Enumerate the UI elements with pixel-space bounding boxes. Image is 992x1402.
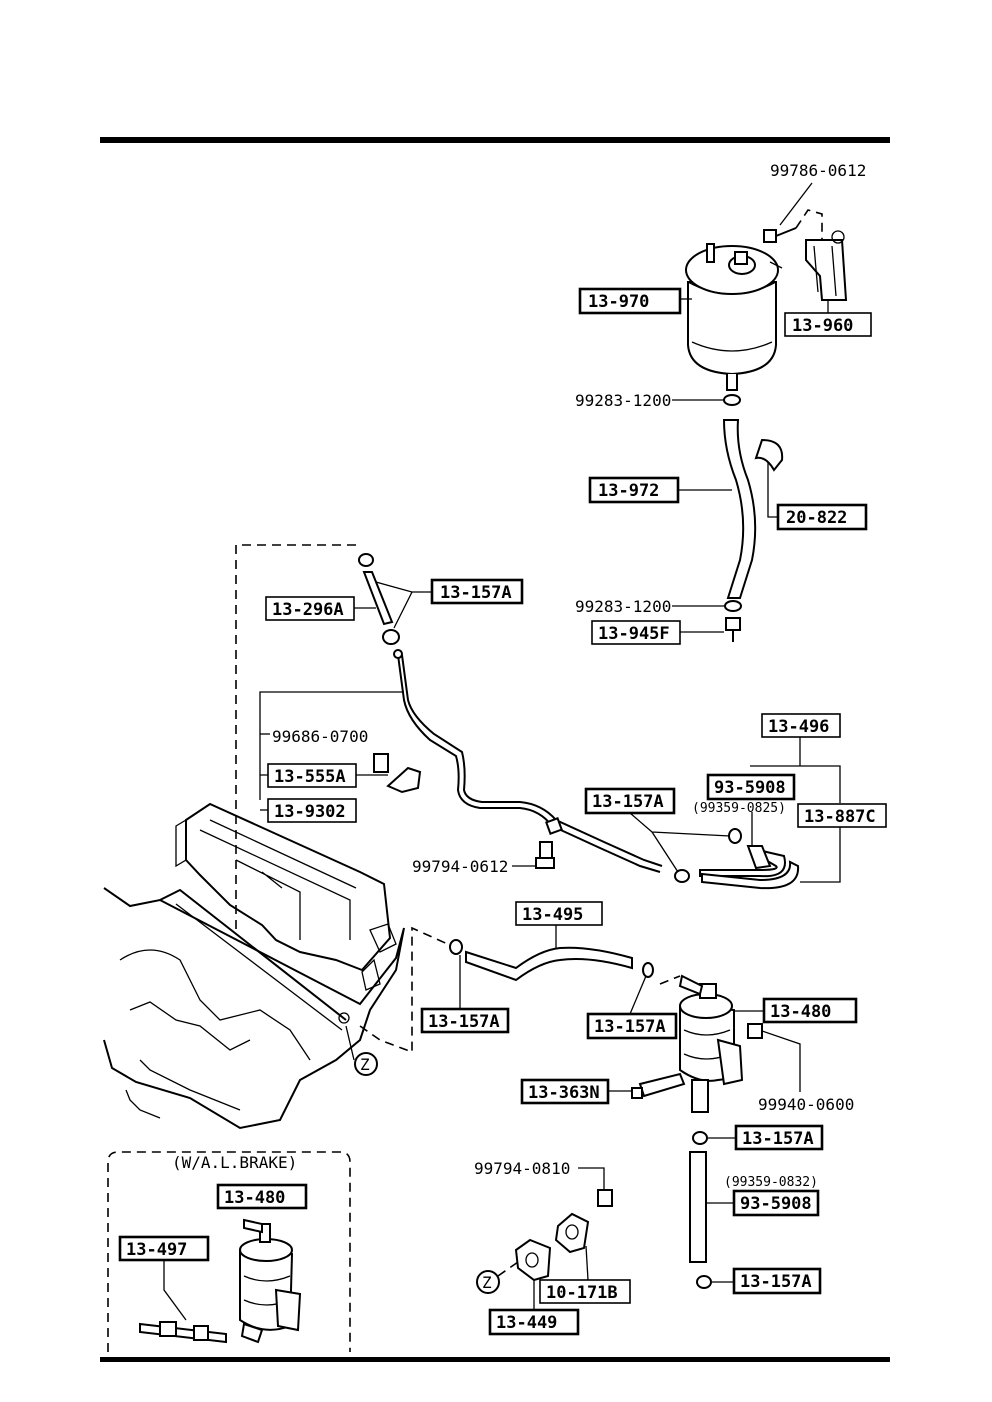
dashed-outline-mid (359, 926, 453, 1054)
label-z-engine: Z (360, 1055, 370, 1074)
bolt-99686 (373, 753, 389, 773)
label-93-5908-b: 93-5908 (740, 1194, 812, 1214)
label-13-945F: 13-945F (598, 624, 670, 644)
bolt-99794-0612 (535, 841, 555, 869)
label-10-171B: 10-171B (546, 1283, 618, 1303)
dashed-outline-upper (235, 544, 356, 930)
label-99359-0825: (99359-0825) (692, 801, 786, 816)
label-99686-0700: 99686-0700 (272, 727, 368, 746)
label-13-495: 13-495 (522, 905, 583, 925)
vacuum-chamber-inset (239, 1218, 302, 1344)
engine-block (103, 802, 405, 1130)
label-13-555A: 13-555A (274, 767, 346, 787)
label-99794-0612: 99794-0612 (412, 857, 508, 876)
label-13-449: 13-449 (496, 1313, 557, 1333)
label-13-157A-e: 13-157A (742, 1129, 814, 1149)
label-99794-0810: 99794-0810 (474, 1159, 570, 1178)
label-13-887C: 13-887C (804, 807, 876, 827)
label-13-496: 13-496 (768, 717, 829, 737)
vacuum-chamber-13-480 (678, 974, 744, 1113)
label-13-157A-b: 13-157A (592, 792, 664, 812)
pipe-13-9302 (397, 654, 661, 873)
hose-13-296A (358, 553, 400, 645)
flange-13-449 (514, 1238, 552, 1282)
label-99359-0832: (99359-0832) (724, 1175, 818, 1190)
label-13-157A-a: 13-157A (440, 583, 512, 603)
bolt-99794-0810 (597, 1189, 613, 1207)
label-13-296A: 13-296A (272, 600, 344, 620)
inset-outline (107, 1151, 351, 1352)
top-rule (100, 137, 890, 143)
clamp-13-555A (386, 766, 422, 794)
label-13-480-b: 13-480 (224, 1188, 285, 1208)
hose-13-972 (722, 394, 757, 642)
valve-13-497 (139, 1321, 227, 1344)
valve-13-363N (631, 1072, 686, 1099)
label-13-363N: 13-363N (528, 1083, 600, 1103)
bolt-99940-0600 (747, 1023, 763, 1039)
label-13-157A-d: 13-157A (594, 1017, 666, 1037)
label-13-970: 13-970 (588, 292, 649, 312)
label-z-gasket: Z (482, 1273, 492, 1292)
hose-93-5908 (689, 1151, 707, 1263)
bottom-rule (100, 1357, 890, 1362)
label-13-9302: 13-9302 (274, 802, 346, 822)
label-13-497: 13-497 (126, 1240, 187, 1260)
clip-20-822 (754, 438, 784, 472)
charcoal-canister (685, 243, 783, 391)
label-99283-1200-a: 99283-1200 (575, 391, 671, 410)
label-20-822: 20-822 (786, 508, 847, 528)
label-13-480-a: 13-480 (770, 1002, 831, 1022)
label-93-5908-a: 93-5908 (714, 778, 786, 798)
hose-13-495 (449, 939, 633, 982)
label-99786-0612: 99786-0612 (770, 161, 866, 180)
gasket-10-171B (554, 1212, 590, 1254)
label-13-960: 13-960 (792, 316, 853, 336)
label-13-972: 13-972 (598, 481, 659, 501)
label-13-157A-f: 13-157A (740, 1272, 812, 1292)
label-w-al-brake: (W/A.L.BRAKE) (172, 1153, 297, 1172)
label-99940-0600: 99940-0600 (758, 1095, 854, 1114)
label-99283-1200-b: 99283-1200 (575, 597, 671, 616)
label-13-157A-c: 13-157A (428, 1012, 500, 1032)
bolt-99786 (763, 209, 823, 243)
hose-13-887C (699, 828, 800, 890)
canister-bracket (805, 230, 848, 301)
